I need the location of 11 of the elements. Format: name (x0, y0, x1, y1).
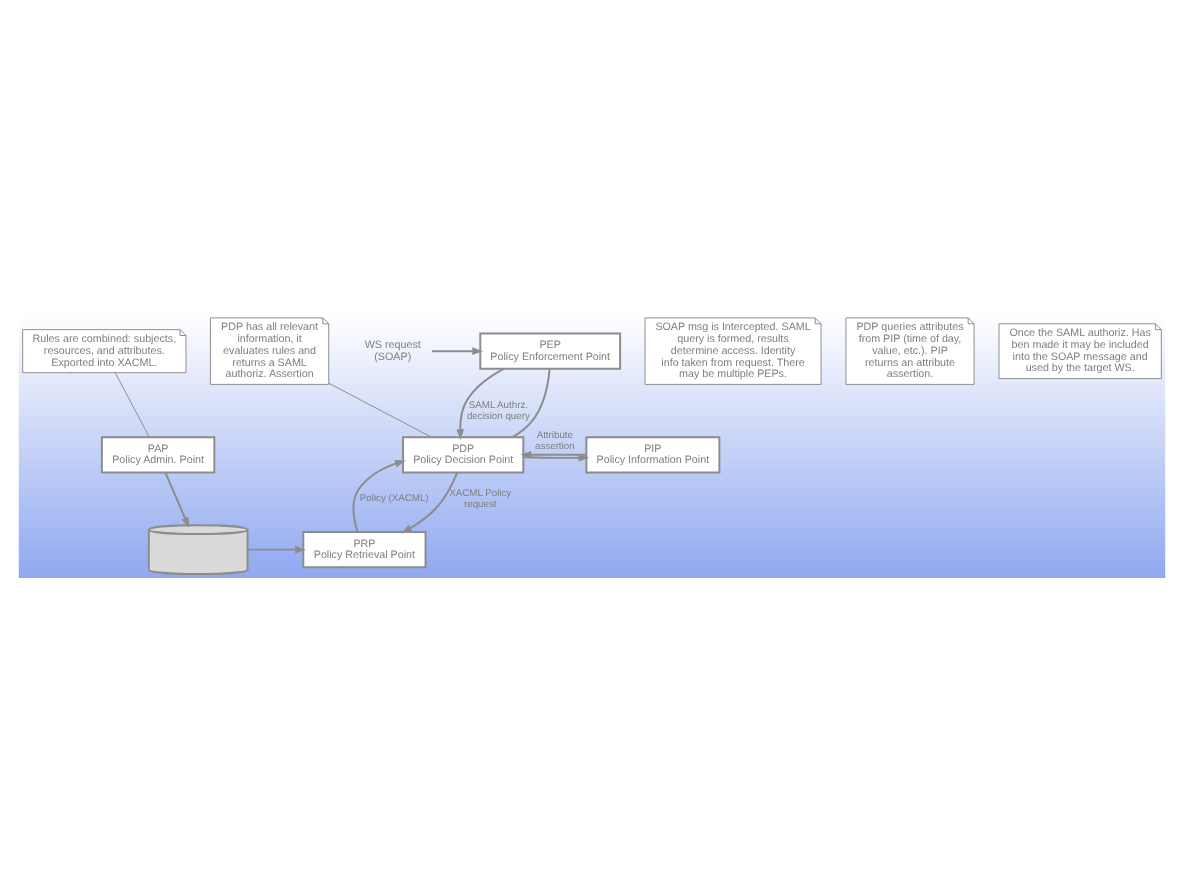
arrow (164, 470, 190, 527)
arrow (246, 544, 306, 553)
connector (114, 371, 150, 437)
arrow (520, 450, 588, 458)
arrow (431, 346, 484, 354)
arrow (401, 470, 459, 533)
arrow (522, 452, 590, 461)
arrow (352, 458, 406, 532)
connector (511, 366, 551, 438)
arrow (456, 366, 505, 439)
connector (328, 381, 432, 437)
